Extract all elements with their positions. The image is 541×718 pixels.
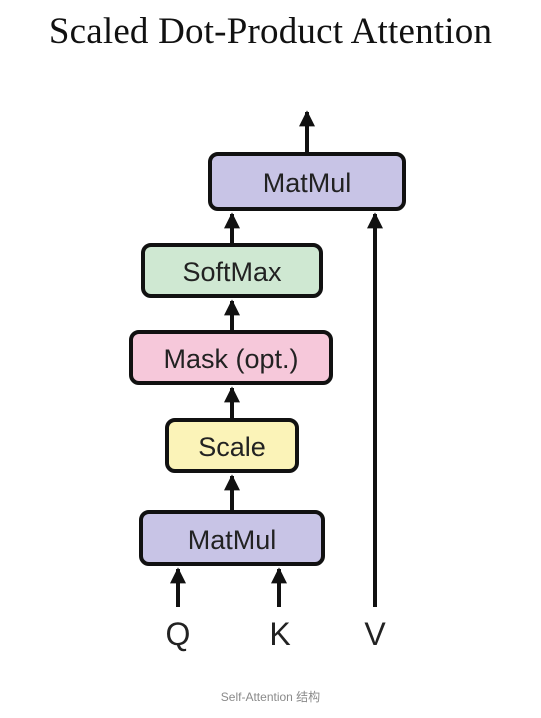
matmul-top-box [208,152,406,211]
scale-box [165,418,299,473]
input-v-label: V [364,616,386,652]
mask-box [129,330,333,385]
mask-label: Mask (opt.) [163,344,298,374]
softmax-box [141,243,323,298]
scale-label: Scale [198,432,266,462]
diagram-title: Scaled Dot-Product Attention [48,11,493,52]
mask-block: Mask (opt.) [129,330,333,385]
input-q-label: Q [166,616,191,652]
softmax-label: SoftMax [182,257,282,287]
figure-caption: Self-Attention 结构 [220,690,321,704]
scale-block: Scale [165,418,299,473]
softmax-block: SoftMax [141,243,323,298]
matmul-bottom-label: MatMul [188,525,277,555]
matmul-bottom-box [139,510,325,566]
matmul-bottom-block: MatMul [139,510,325,566]
input-k-label: K [269,616,290,652]
matmul-top-block: MatMul [208,152,406,211]
matmul-top-label: MatMul [263,168,352,198]
